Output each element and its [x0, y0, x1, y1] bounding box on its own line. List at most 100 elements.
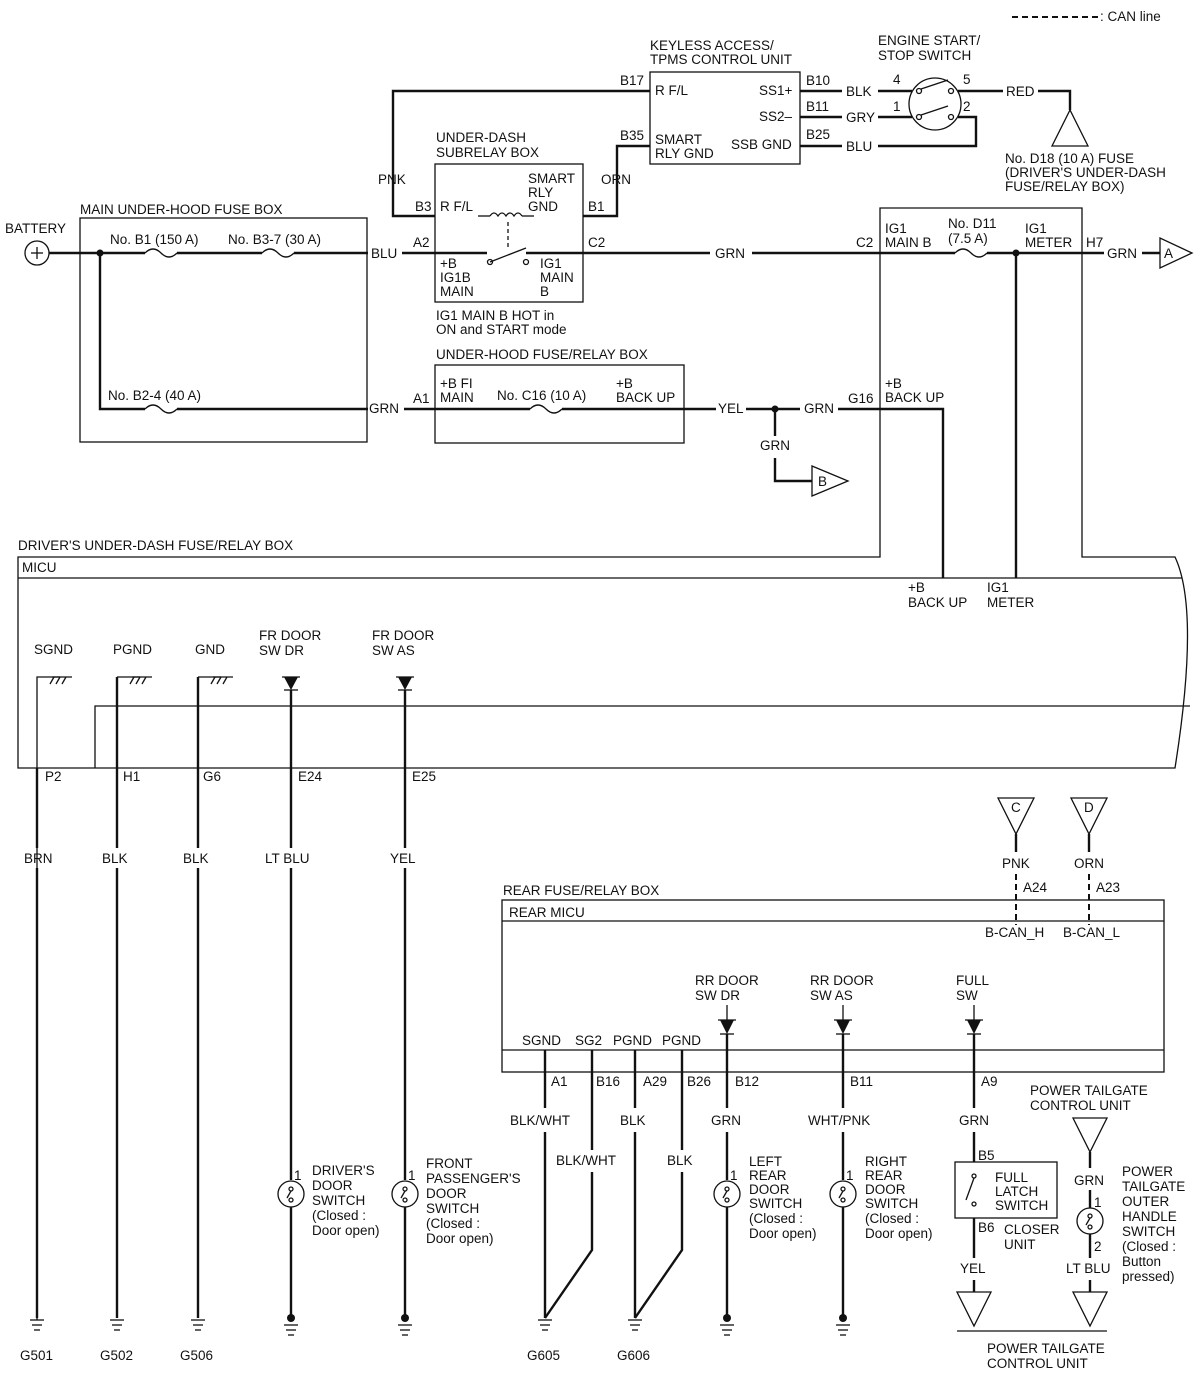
driver-door-switch-label-4: (Closed :: [312, 1208, 366, 1223]
keyless-smart-label-1: SMART: [655, 132, 702, 147]
wire-label-ltblu-outer: LT BLU: [1066, 1261, 1111, 1276]
rear-rr-door-dr-label-1: RR DOOR: [695, 973, 759, 988]
driver-ig1-main-b-label-1: IG1: [885, 221, 907, 236]
main-fuse-box-title: MAIN UNDER-HOOD FUSE BOX: [80, 202, 283, 217]
connector-a: [1159, 236, 1194, 270]
ptcu-top-label-1: POWER TAILGATE: [1030, 1083, 1148, 1098]
fuse-c16-icon: [529, 404, 563, 414]
keyless-ss1-label: SS1+: [759, 83, 793, 98]
fuse-d18-label-2: (DRIVER'S UNDER-DASH: [1005, 165, 1166, 180]
ground-g501-label: G501: [20, 1348, 53, 1363]
wire-label-yel-e25: YEL: [390, 851, 416, 866]
rear-rr-door-as-label-1: RR DOOR: [810, 973, 874, 988]
pin-c2-driver: C2: [856, 235, 873, 250]
pin-a1-underhood: A1: [413, 391, 430, 406]
pin-g16: G16: [848, 391, 874, 406]
micu-backup-label-1: +B: [908, 580, 925, 595]
engine-switch-pin-2: 2: [963, 99, 971, 114]
wire-label-red: RED: [1006, 84, 1035, 99]
connector-d-label: D: [1084, 800, 1094, 815]
right-rear-door-switch-label-6: Door open): [865, 1226, 933, 1241]
outer-handle-label-1: POWER: [1122, 1164, 1173, 1179]
rear-full-sw-label-2: SW: [956, 988, 978, 1003]
underhood-fuse-relay-box: [434, 364, 685, 444]
passenger-door-switch-pin: 1: [408, 1168, 416, 1183]
micu-label: MICU: [22, 560, 57, 575]
outer-handle-label-2: TAILGATE: [1122, 1179, 1185, 1194]
outer-handle-label-7: Button: [1122, 1254, 1161, 1269]
wire-label-grn-main: GRN: [369, 401, 399, 416]
full-latch-switch-label-1: FULL: [995, 1170, 1029, 1185]
rear-rr-door-dr-label-2: SW DR: [695, 988, 740, 1003]
wire-label-grn-outer: GRN: [1074, 1173, 1104, 1188]
driver-box-title: DRIVER'S UNDER-DASH FUSE/RELAY BOX: [18, 538, 293, 553]
subrelay-ig1b-label-2: IG1B: [440, 270, 471, 285]
pin-b6: B6: [978, 1220, 995, 1235]
right-rear-door-switch-pin: 1: [846, 1168, 854, 1183]
pin-b17: B17: [620, 73, 644, 88]
can-line-legend: : CAN line: [1100, 9, 1161, 24]
driver-door-switch-label-2: DOOR: [312, 1178, 353, 1193]
passenger-door-switch-label-3: DOOR: [426, 1186, 467, 1201]
rear-fuse-relay-box: [501, 899, 1165, 1073]
driver-ig1-meter-label-2: METER: [1025, 235, 1073, 250]
subrelay-title-1: UNDER-DASH: [436, 130, 526, 145]
micu-sgnd-label: SGND: [34, 642, 73, 657]
ground-g506-label: G506: [180, 1348, 213, 1363]
wire-label-blu-b25: BLU: [846, 139, 872, 154]
pin-rear-b26: B26: [687, 1074, 711, 1089]
front-passenger-door-switch-icon: [391, 1180, 419, 1208]
wire-label-blu-main: BLU: [371, 246, 397, 261]
outer-handle-switch-icon: [1076, 1207, 1104, 1235]
micu-gnd-label: GND: [195, 642, 225, 657]
rear-sg2-label: SG2: [575, 1033, 602, 1048]
ground-g502-label: G502: [100, 1348, 133, 1363]
micu-fr-door-as-label-2: SW AS: [372, 643, 415, 658]
pin-e24: E24: [298, 769, 323, 784]
full-latch-switch-icon: [965, 1173, 977, 1207]
subrelay-ig1b-label-1: +B: [440, 256, 457, 271]
micu-pgnd-label: PGND: [113, 642, 152, 657]
pin-rear-b16: B16: [596, 1074, 620, 1089]
right-rear-door-switch-label-5: (Closed :: [865, 1211, 919, 1226]
ptcu-bottom-label-1: POWER TAILGATE: [987, 1341, 1105, 1356]
driver-backup-label-2: BACK UP: [885, 390, 944, 405]
outer-handle-label-8: pressed): [1122, 1269, 1175, 1284]
pin-a24: A24: [1023, 880, 1048, 895]
pin-a23: A23: [1096, 880, 1120, 895]
micu-backup-label-2: BACK UP: [908, 595, 967, 610]
right-rear-door-switch-label-2: REAR: [865, 1168, 903, 1183]
subrelay-coil-icon: [478, 212, 534, 266]
driver-door-switch-label-1: DRIVER'S: [312, 1163, 375, 1178]
wire-label-yel-b6: YEL: [960, 1261, 986, 1276]
left-rear-door-switch-label-5: (Closed :: [749, 1211, 803, 1226]
pin-b10: B10: [806, 73, 830, 88]
ground-g606-label: G606: [617, 1348, 650, 1363]
engine-switch-title-1: ENGINE START/: [878, 33, 981, 48]
micu-ig1-meter-label-1: IG1: [987, 580, 1009, 595]
fuse-b3-7-icon: [261, 248, 295, 258]
rear-micu-label: REAR MICU: [509, 905, 585, 920]
left-rear-door-switch-label-3: DOOR: [749, 1182, 790, 1197]
right-rear-door-switch-label-3: DOOR: [865, 1182, 906, 1197]
subrelay-smart-label-2: RLY: [528, 185, 553, 200]
left-rear-door-switch-label-4: SWITCH: [749, 1196, 802, 1211]
micu-fr-door-as-label-1: FR DOOR: [372, 628, 434, 643]
wire-label-blk-h1: BLK: [102, 851, 128, 866]
fuse-d11-icon: [954, 248, 988, 258]
wire-label-blk-b26: BLK: [667, 1153, 693, 1168]
rear-full-sw-label-1: FULL: [956, 973, 990, 988]
fuse-b1-label: No. B1 (150 A): [110, 232, 199, 247]
fuse-d11-label-1: No. D11: [948, 216, 997, 231]
subrelay-ig1main-label-2: MAIN: [540, 270, 574, 285]
outer-handle-label-5: SWITCH: [1122, 1224, 1175, 1239]
pin-h7: H7: [1086, 235, 1103, 250]
driver-ig1-main-b-label-2: MAIN B: [885, 235, 932, 250]
ptcu-bottom-label-2: CONTROL UNIT: [987, 1356, 1088, 1371]
underhood-fi-label-2: MAIN: [440, 390, 474, 405]
driver-box-outline: [17, 207, 1189, 769]
driver-door-switch-label-3: SWITCH: [312, 1193, 365, 1208]
rear-box-title: REAR FUSE/RELAY BOX: [503, 883, 659, 898]
wire-label-ltblu-e24: LT BLU: [265, 851, 310, 866]
